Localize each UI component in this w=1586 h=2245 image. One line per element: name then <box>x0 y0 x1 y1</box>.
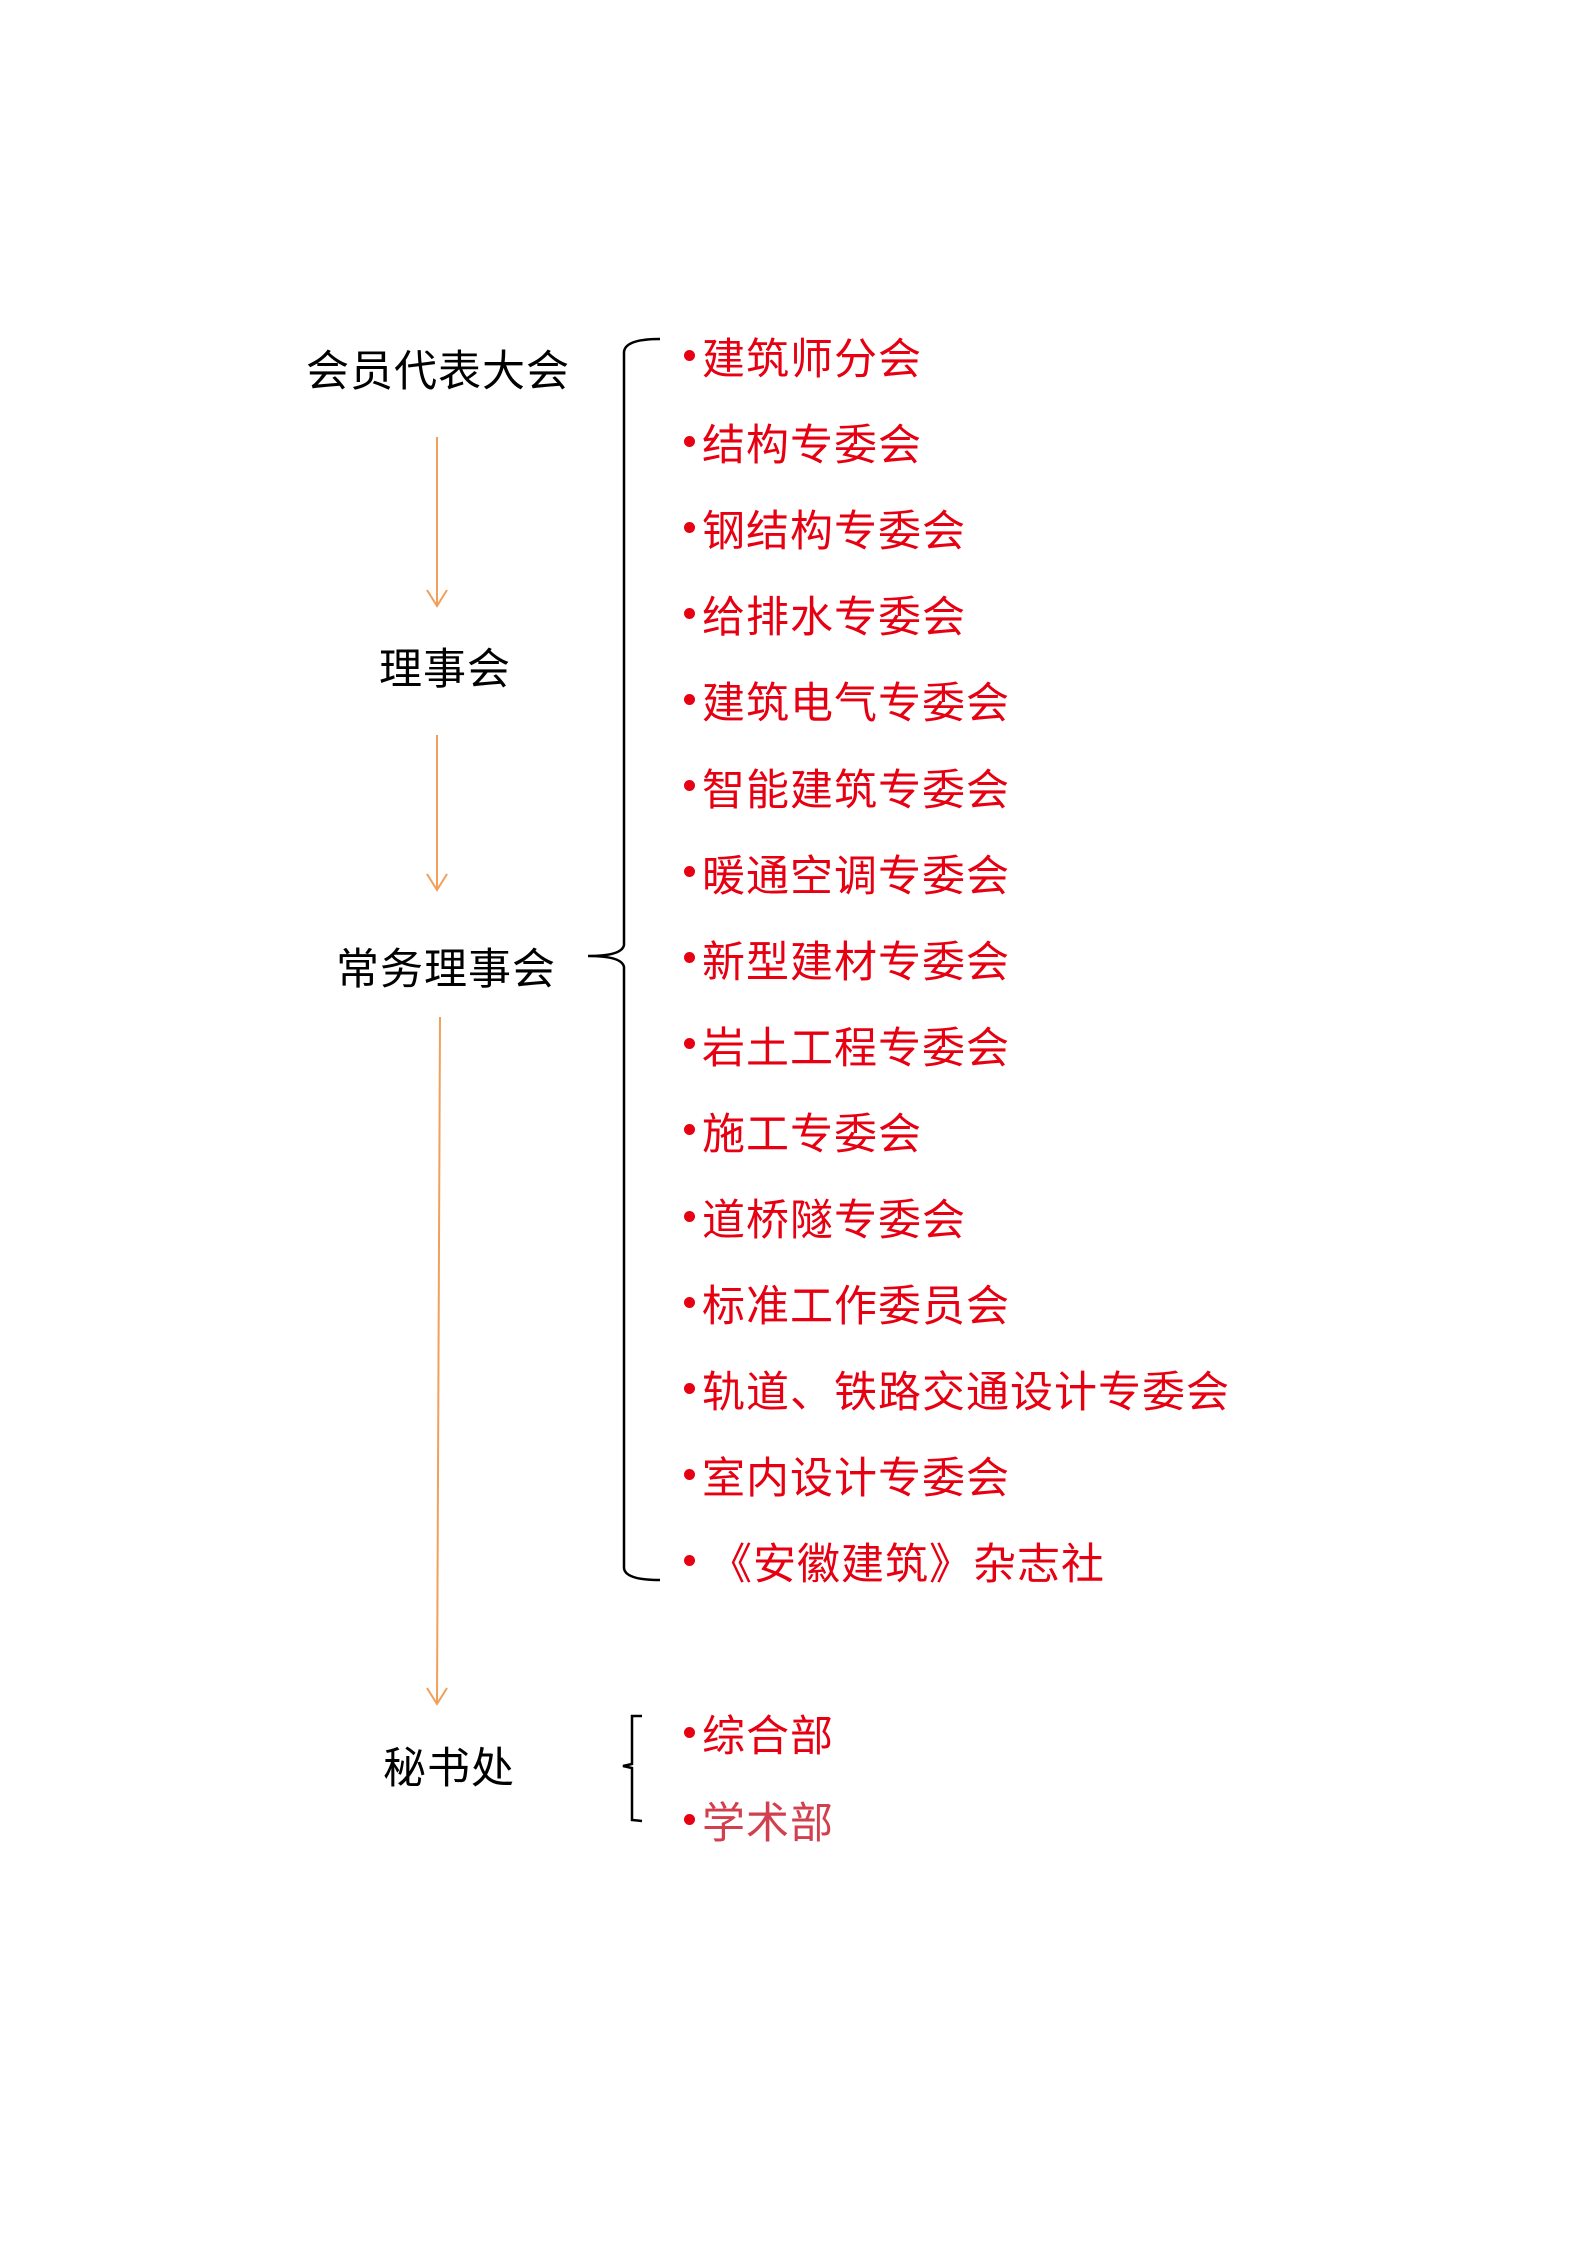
item-label: 道桥隧专委会 <box>702 1196 966 1246</box>
bullet-icon <box>684 1038 695 1050</box>
committee-item: 智能建筑专委会 <box>684 756 1010 818</box>
bullet-icon <box>684 607 695 619</box>
item-label: 给排水专委会 <box>702 593 966 644</box>
committee-item: 室内设计专委会 <box>684 1444 1010 1506</box>
arrow-3 <box>426 1016 448 1706</box>
arrow-1 <box>426 437 448 608</box>
item-label: 室内设计专委会 <box>702 1454 1010 1505</box>
item-label: 建筑电气专委会 <box>702 679 1010 730</box>
bullet-icon <box>684 1554 695 1566</box>
bullet-icon <box>684 1813 695 1825</box>
node-general-assembly: 会员代表大会 <box>306 347 570 397</box>
bullet-icon <box>684 349 695 361</box>
node-secretariat: 秘书处 <box>383 1744 515 1794</box>
item-label: 施工专委会 <box>702 1109 922 1160</box>
item-label: 建筑师分会 <box>702 335 922 385</box>
item-label: 钢结构专委会 <box>702 507 966 558</box>
item-label: 综合部 <box>702 1712 834 1762</box>
bullet-icon <box>684 1468 695 1480</box>
item-label: 学术部 <box>702 1799 834 1849</box>
department-item: 学术部 <box>684 1789 834 1851</box>
bullet-icon <box>684 1210 695 1222</box>
committee-item: 轨道、铁路交通设计专委会 <box>684 1358 1230 1420</box>
committee-item: 岩土工程专委会 <box>684 1014 1010 1076</box>
committee-item: 建筑师分会 <box>684 325 922 387</box>
brace-departments <box>622 1714 643 1823</box>
item-label: 智能建筑专委会 <box>702 765 1010 816</box>
node-standing-council: 常务理事会 <box>336 945 556 995</box>
brace-committees <box>587 337 661 1582</box>
committee-item: 道桥隧专委会 <box>684 1186 966 1248</box>
item-label: 《安徽建筑》杂志社 <box>709 1540 1105 1591</box>
item-label: 轨道、铁路交通设计专委会 <box>702 1368 1230 1419</box>
bullet-icon <box>684 1382 695 1394</box>
bullet-icon <box>684 866 695 878</box>
bullet-icon <box>684 1726 695 1738</box>
arrow-2 <box>426 735 448 892</box>
committee-item: 建筑电气专委会 <box>684 669 1010 731</box>
item-label: 标准工作委员会 <box>702 1282 1010 1333</box>
node-council: 理事会 <box>379 645 511 695</box>
bullet-icon <box>684 521 695 533</box>
committee-item: 《安徽建筑》杂志社 <box>684 1530 1105 1592</box>
item-label: 结构专委会 <box>702 421 922 472</box>
committee-item: 新型建材专委会 <box>684 928 1010 990</box>
bullet-icon <box>684 1296 695 1308</box>
item-label: 新型建材专委会 <box>702 937 1010 988</box>
committee-item: 施工专委会 <box>684 1100 922 1162</box>
bullet-icon <box>684 952 695 964</box>
item-label: 暖通空调专委会 <box>702 851 1010 902</box>
committee-item: 暖通空调专委会 <box>684 842 1010 904</box>
committee-item: 钢结构专委会 <box>684 497 966 559</box>
bullet-icon <box>684 1124 695 1136</box>
item-label: 岩土工程专委会 <box>702 1023 1010 1074</box>
committee-item: 结构专委会 <box>684 411 922 473</box>
bullet-icon <box>684 780 695 791</box>
bullet-icon <box>684 693 695 705</box>
bullet-icon <box>684 435 695 447</box>
department-item: 综合部 <box>684 1702 834 1764</box>
committee-item: 给排水专委会 <box>684 583 966 645</box>
committee-item: 标准工作委员会 <box>684 1272 1010 1334</box>
